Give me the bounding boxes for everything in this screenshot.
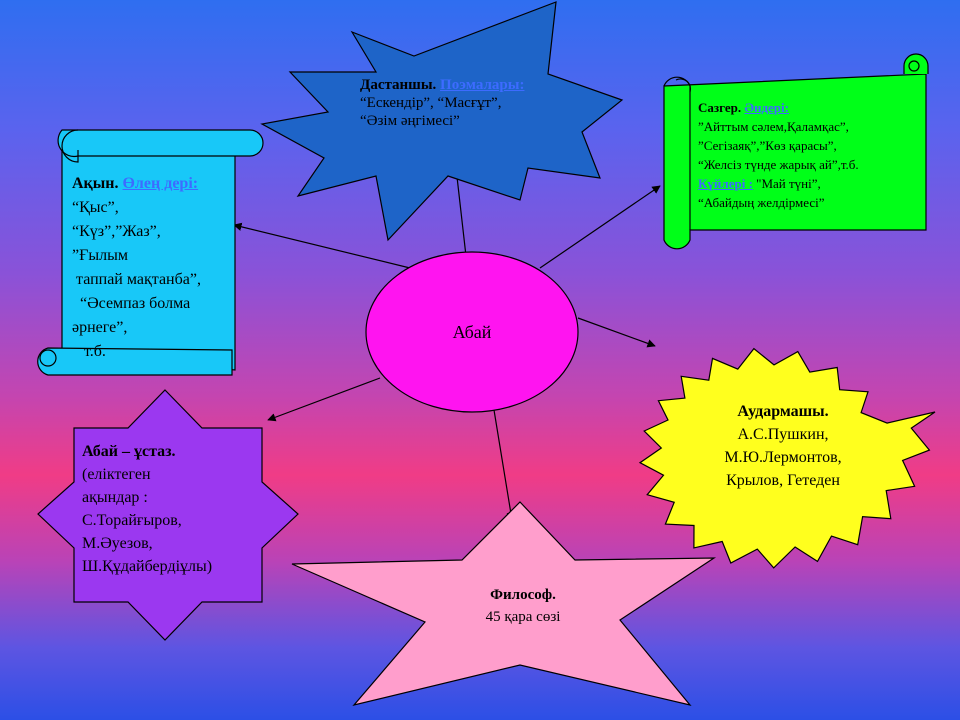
filosof-line: 45 қара сөзі [485,609,561,625]
dastanshy-text: Дастаншы. Поэмалары: “Ескендір”, “Масғұт… [360,76,524,130]
akyn-link[interactable]: Өлең дері: [122,175,199,192]
filosof-title: Философ. [490,587,556,603]
akyn-title: Ақын. [72,175,119,192]
connectors [233,167,661,521]
akyn-line-4: таппай мақтанба”, [72,271,201,288]
audarmashy-line-2: М.Ю.Лермонтов, [724,449,842,466]
audarmashy-sun [638,347,936,569]
ustaz-star [37,389,299,641]
ustaz-line-3: С.Торайғыров, [82,512,182,529]
arrow-to-filosof [493,409,515,521]
arrow-to-dastanshy [452,167,467,257]
akyn-line-7: т.б. [72,343,106,360]
dastanshy-explosion [260,1,624,242]
sazger-link[interactable]: Әндері: [744,100,789,115]
akyn-line-5: “Әсемпаз болма [72,295,191,312]
arrow-to-audarmashy [577,317,656,348]
sazger-line-1: ”Айттым сәлем,Қаламқас”, [698,119,849,134]
akyn-line-1: “Қыс”, [72,199,119,216]
arrow-to-sazger [539,185,661,269]
sazger-last-line: “Абайдың желдірмесі” [698,195,825,210]
audarmashy-text: Аудармашы. А.С.Пушкин, М.Ю.Лермонтов, Кр… [700,400,866,492]
ustaz-line-4: М.Әуезов, [82,535,153,552]
akyn-scroll [37,129,264,376]
audarmashy-line-3: Крылов, Гетеден [726,472,840,489]
filosof-star [291,501,717,707]
sazger-line-3: “Желсіз түнде жарық ай”,т.б. [698,157,859,172]
akyn-line-3: ”Ғылым [72,247,128,264]
center-ellipse [365,251,579,413]
sazger-scroll [663,53,929,250]
sazger-title: Сазгер. [698,100,742,115]
dastanshy-line-2: “Әзім әңгімесі” [360,113,460,129]
filosof-text: Философ. 45 қара сөзі [458,584,588,628]
ustaz-title: Абай – ұстаз. [82,443,176,460]
audarmashy-line-1: А.С.Пушкин, [737,426,829,443]
sazger-link-kui[interactable]: Күйлері : [698,176,753,191]
ustaz-text: Абай – ұстаз. (еліктеген ақындар : С.Тор… [82,440,212,578]
ustaz-line-1: (еліктеген [82,466,151,483]
sazger-kui-line: "Май түні”, [752,176,821,191]
arrow-to-ustaz [267,377,381,422]
dastanshy-title: Дастаншы. [360,77,437,93]
dastanshy-link[interactable]: Поэмалары: [440,77,525,93]
audarmashy-title: Аудармашы. [737,403,829,420]
dastanshy-line-1: “Ескендір”, “Масғұт”, [360,95,502,111]
center-label: Абай [452,322,492,342]
ustaz-line-2: ақындар : [82,489,148,506]
arrow-to-akyn [233,222,411,269]
sazger-text: Сазгер. Әндері: ”Айттым сәлем,Қаламқас”,… [698,98,859,212]
akyn-text: Ақын. Өлең дері: “Қыс”, “Күз”,”Жаз”, ”Ғы… [72,172,201,364]
ustaz-line-5: Ш.Құдайбердіұлы) [82,558,213,575]
sazger-line-2: ”Сегізаяқ”,”Көз қарасы”, [698,138,837,153]
akyn-line-2: “Күз”,”Жаз”, [72,223,161,240]
akyn-line-6: әрнеге”, [72,319,128,336]
